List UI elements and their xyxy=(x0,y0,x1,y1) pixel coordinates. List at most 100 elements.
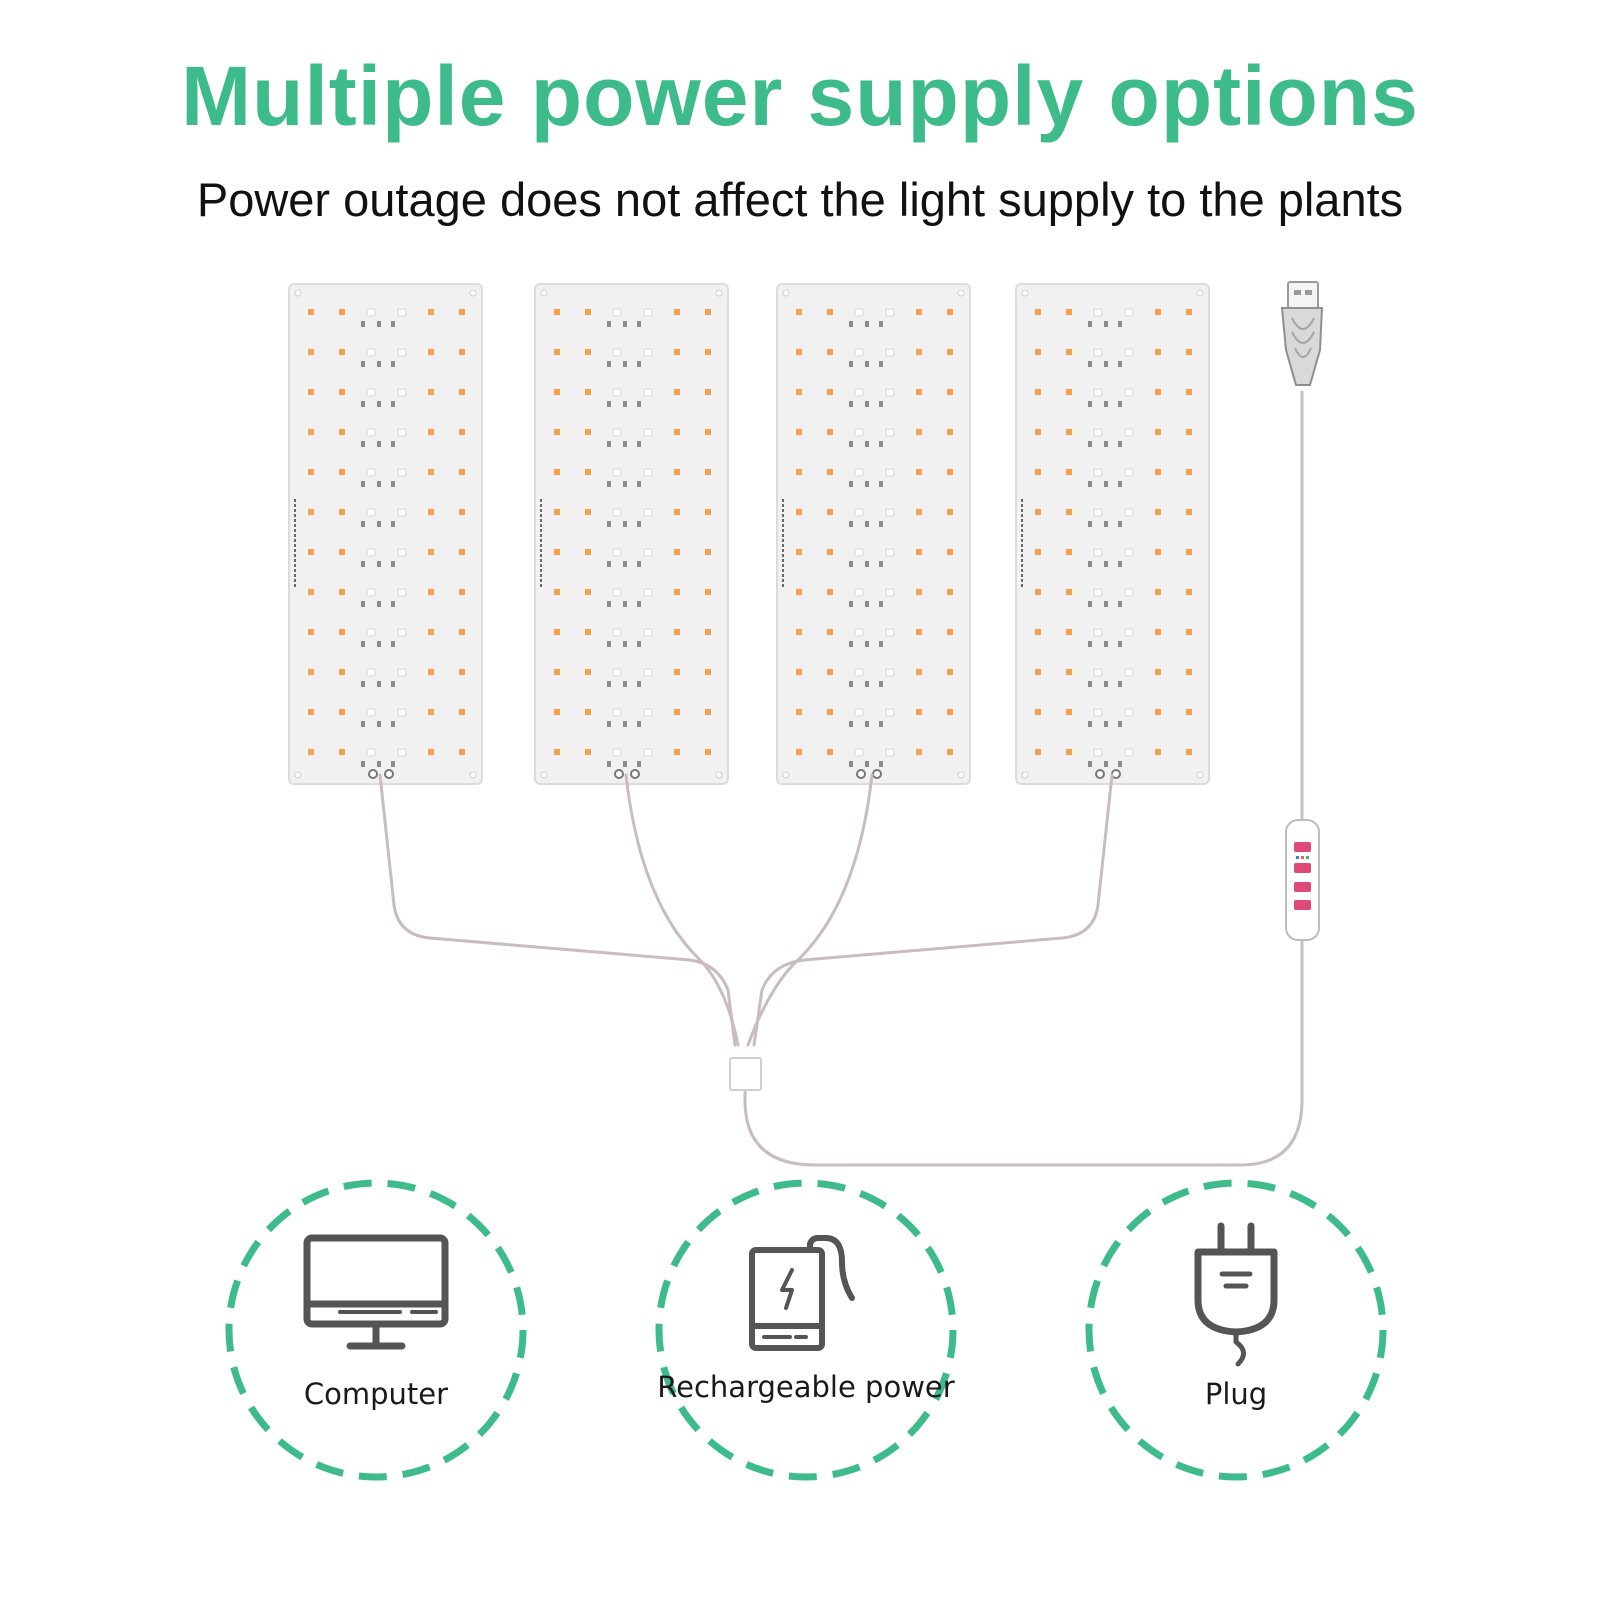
resistor-mark xyxy=(607,721,611,727)
resistor-mark xyxy=(607,481,611,487)
led-orange xyxy=(1066,349,1072,355)
led-white xyxy=(1124,348,1134,357)
resistor-mark xyxy=(623,721,627,727)
mounting-hole xyxy=(294,289,302,297)
led-white xyxy=(612,428,622,437)
resistor-mark xyxy=(377,761,381,767)
controller-button-mode[interactable] xyxy=(1294,863,1311,873)
mounting-hole xyxy=(1021,771,1029,779)
led-orange xyxy=(1186,469,1192,475)
led-orange xyxy=(1066,549,1072,555)
led-white xyxy=(643,548,653,557)
resistor-mark xyxy=(865,641,869,647)
mounting-hole xyxy=(1196,289,1204,297)
led-orange xyxy=(585,389,591,395)
led-orange xyxy=(916,549,922,555)
led-orange xyxy=(1186,669,1192,675)
led-white xyxy=(854,348,864,357)
led-orange xyxy=(796,549,802,555)
led-orange xyxy=(827,309,833,315)
led-orange xyxy=(674,389,680,395)
led-orange xyxy=(585,669,591,675)
resistor-mark xyxy=(1104,641,1108,647)
resistor-mark xyxy=(1104,761,1108,767)
resistor-mark xyxy=(391,641,395,647)
splitter-connector xyxy=(729,1057,762,1091)
led-orange xyxy=(428,589,434,595)
resistor-mark xyxy=(879,481,883,487)
resistor-mark xyxy=(361,641,365,647)
resistor-mark xyxy=(849,561,853,567)
led-orange xyxy=(308,709,314,715)
controller-button-timer[interactable] xyxy=(1294,900,1311,910)
led-orange xyxy=(1035,549,1041,555)
resistor-mark xyxy=(361,521,365,527)
led-orange xyxy=(308,509,314,515)
resistor-mark xyxy=(849,321,853,327)
led-orange xyxy=(1066,749,1072,755)
led-orange xyxy=(1035,469,1041,475)
mounting-hole xyxy=(957,771,965,779)
resistor-mark xyxy=(623,521,627,527)
led-white xyxy=(1124,548,1134,557)
resistor-mark xyxy=(391,721,395,727)
mounting-hole xyxy=(715,771,723,779)
mounting-hole xyxy=(715,289,723,297)
led-orange xyxy=(339,389,345,395)
led-orange xyxy=(308,589,314,595)
resistor-mark xyxy=(361,721,365,727)
led-orange xyxy=(1186,349,1192,355)
resistor-mark xyxy=(879,361,883,367)
computer-option-label: Computer xyxy=(303,1377,449,1411)
led-orange xyxy=(339,309,345,315)
led-white xyxy=(1124,668,1134,677)
grow-light-panel-1 xyxy=(288,283,483,785)
power-bank-option-circle xyxy=(655,1179,957,1481)
led-orange xyxy=(1186,709,1192,715)
resistor-mark xyxy=(1104,521,1108,527)
panel-3-cable xyxy=(746,773,874,1047)
led-orange xyxy=(428,709,434,715)
led-orange xyxy=(428,469,434,475)
panel-terminal xyxy=(614,769,624,779)
led-orange xyxy=(585,349,591,355)
led-white xyxy=(1124,428,1134,437)
inline-controller[interactable] xyxy=(1285,819,1320,941)
led-orange xyxy=(1155,549,1161,555)
led-orange xyxy=(1035,309,1041,315)
led-white xyxy=(1093,428,1103,437)
led-orange xyxy=(916,749,922,755)
led-orange xyxy=(459,389,465,395)
resistor-mark xyxy=(865,601,869,607)
led-orange xyxy=(796,349,802,355)
led-white xyxy=(885,468,895,477)
led-white xyxy=(643,508,653,517)
led-orange xyxy=(947,309,953,315)
led-orange xyxy=(796,469,802,475)
resistor-mark xyxy=(1118,441,1122,447)
led-white xyxy=(854,748,864,757)
led-white xyxy=(397,668,407,677)
resistor-mark xyxy=(637,561,641,567)
panel-terminal xyxy=(368,769,378,779)
led-white xyxy=(643,388,653,397)
resistor-mark xyxy=(1118,641,1122,647)
controller-button-power[interactable] xyxy=(1294,842,1311,852)
led-white xyxy=(1093,748,1103,757)
led-white xyxy=(366,708,376,717)
resistor-mark xyxy=(879,521,883,527)
resistor-mark xyxy=(377,401,381,407)
resistor-mark xyxy=(1104,681,1108,687)
mounting-hole xyxy=(540,771,548,779)
led-orange xyxy=(827,509,833,515)
led-orange xyxy=(1186,549,1192,555)
led-orange xyxy=(705,309,711,315)
resistor-mark xyxy=(1088,601,1092,607)
led-white xyxy=(885,588,895,597)
led-white xyxy=(397,508,407,517)
led-white xyxy=(1124,588,1134,597)
controller-button-brightness[interactable] xyxy=(1294,882,1311,892)
resistor-mark xyxy=(623,481,627,487)
resistor-mark xyxy=(865,401,869,407)
led-white xyxy=(1124,468,1134,477)
